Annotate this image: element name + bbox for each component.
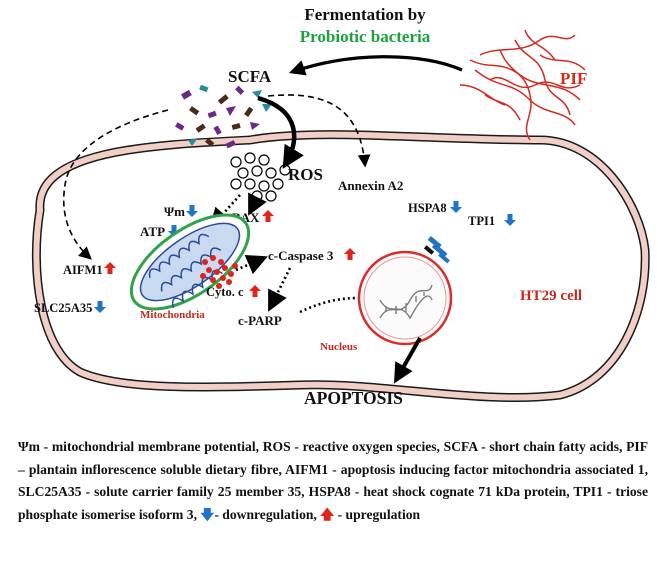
arrow-caspase-to-cparp [268, 267, 292, 312]
cyto-c-up-arrow-icon [249, 285, 261, 297]
aifm1-label: AIFM1 [63, 263, 103, 277]
title-probiotic-bacteria: Probiotic bacteria [300, 27, 431, 46]
arrow-scfa-to-annexin [267, 94, 371, 168]
nuclear-pore-icon [423, 235, 450, 264]
slc25a35-down-arrow-icon [94, 301, 106, 313]
pif-fibre-icon [459, 29, 586, 141]
apoptosis-pathway-diagram: Fermentation by Probiotic bacteria PIF S… [31, 5, 650, 408]
c-parp-label: c-PARP [238, 313, 282, 328]
dna-helix-icon [379, 284, 433, 320]
ht29-cell-label: HT29 cell [520, 288, 582, 304]
arrow-cyto-to-caspase [235, 254, 268, 275]
legend-downregulation: - downregulation, [214, 506, 321, 522]
up-arrow-icon: 🡅 [320, 506, 335, 522]
cyto-c-label: Cyto. c [206, 285, 244, 299]
hspa8-label: HSPA8 [408, 201, 447, 215]
arrow-ros-to-mito [209, 194, 241, 230]
bax-up-arrow-icon [262, 210, 274, 222]
tpi1-label: TPI1 [468, 214, 495, 228]
c-caspase-3-label: c-Caspase 3 [268, 248, 334, 263]
psi-m-label: Ψm [164, 204, 185, 219]
caspase-up-arrow-icon [344, 248, 356, 260]
mitochondrion-icon [129, 213, 251, 311]
legend-caption: Ψm - mitochondrial membrane potential, R… [18, 436, 648, 526]
nucleus-icon [357, 235, 453, 346]
arrow-scfa-to-ros [257, 95, 304, 169]
hspa8-down-arrow-icon [450, 201, 462, 213]
cytochrome-c-dots-icon [200, 255, 238, 289]
annexin-a2-label: Annexin A2 [338, 178, 403, 193]
title-fermentation: Fermentation by [304, 5, 426, 24]
ros-label: ROS [288, 165, 323, 184]
slc25a35-label: SLC25A35 [34, 301, 92, 315]
cell-membrane [31, 130, 650, 403]
nucleus-label: Nucleus [320, 341, 358, 353]
arrow-scfa-to-aifm1 [62, 109, 169, 260]
tpi1-down-arrow-icon [504, 214, 516, 226]
legend-definitions: Ψm - mitochondrial membrane potential, R… [18, 439, 648, 522]
arrow-ros-to-bax [248, 192, 267, 216]
psi-m-down-arrow-icon [186, 205, 198, 217]
arrow-pif-to-scfa [288, 55, 463, 76]
atp-label: ATP [140, 224, 165, 239]
scfa-molecules-icon [175, 84, 272, 149]
scfa-label: SCFA [228, 67, 272, 86]
legend-upregulation: - upregulation [334, 506, 421, 522]
apoptosis-label: APOPTOSIS [304, 388, 403, 408]
down-arrow-icon: 🡇 [200, 506, 215, 522]
aifm1-up-arrow-icon [104, 262, 116, 274]
arrow-nucleus-to-apoptosis [394, 337, 422, 384]
ros-cluster-icon [230, 152, 291, 202]
mitochondria-label: Mitochondria [140, 309, 205, 321]
pif-label: PIF [560, 69, 587, 88]
